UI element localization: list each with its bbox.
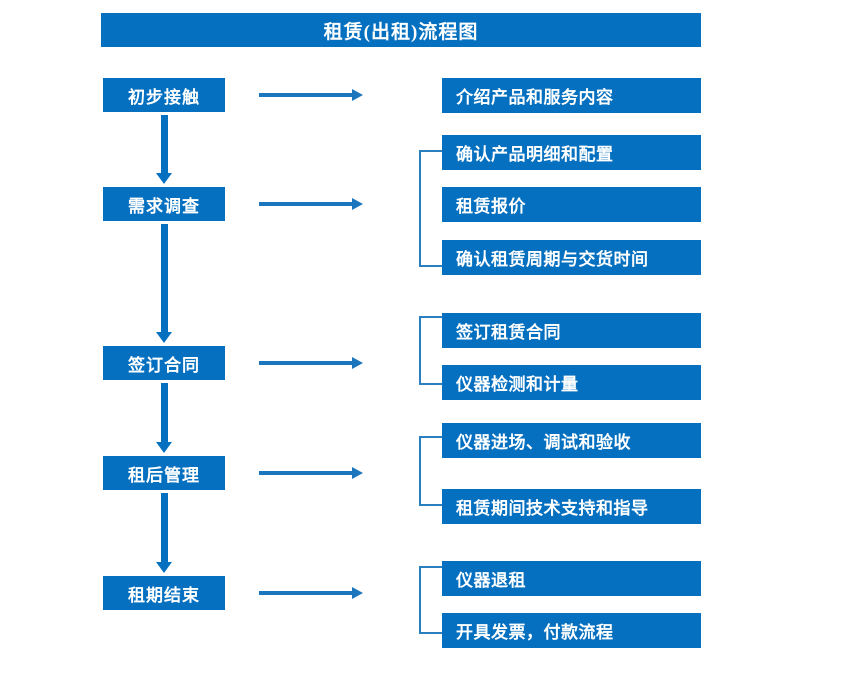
group-bracket-5 — [419, 566, 443, 634]
arrow-head-down-icon — [156, 332, 172, 343]
arrow-shaft — [161, 383, 168, 442]
detail-box-8[interactable]: 租赁期间技术支持和指导 — [442, 489, 701, 524]
bracket-tick-bottom — [421, 383, 443, 385]
group-bracket-3 — [419, 316, 443, 385]
stage-box-3[interactable]: 签订合同 — [103, 346, 225, 380]
stage-box-1[interactable]: 初步接触 — [103, 78, 225, 112]
arrow-shaft — [259, 361, 352, 365]
detail-box-7[interactable]: 仪器进场、调试和验收 — [442, 423, 701, 458]
arrow-shaft — [259, 471, 352, 475]
arrow-head-right-icon — [352, 198, 363, 210]
arrow-shaft — [161, 493, 168, 562]
detail-box-10[interactable]: 开具发票，付款流程 — [442, 613, 701, 648]
arrow-head-down-icon — [156, 442, 172, 453]
detail-arrow-1 — [259, 88, 363, 102]
arrow-shaft — [259, 202, 352, 206]
bracket-tick-bottom — [421, 632, 443, 634]
detail-box-6[interactable]: 仪器检测和计量 — [442, 365, 701, 400]
arrow-head-down-icon — [156, 173, 172, 184]
arrow-head-right-icon — [352, 89, 363, 101]
arrow-shaft — [259, 591, 352, 595]
bracket-tick-bottom — [421, 504, 443, 506]
stage-box-2[interactable]: 需求调查 — [103, 187, 225, 221]
stage-box-5[interactable]: 租期结束 — [103, 576, 225, 610]
page-title: 租赁(出租)流程图 — [101, 13, 701, 47]
detail-box-4[interactable]: 确认租赁周期与交货时间 — [442, 240, 701, 275]
arrow-shaft — [161, 115, 168, 173]
group-bracket-4 — [419, 436, 443, 506]
bracket-tick-top — [421, 150, 443, 152]
bracket-tick-top — [421, 436, 443, 438]
arrow-head-right-icon — [352, 587, 363, 599]
arrow-head-down-icon — [156, 562, 172, 573]
bracket-tick-bottom — [421, 265, 443, 267]
detail-box-5[interactable]: 签订租赁合同 — [442, 313, 701, 348]
stage-arrow-2-to-3 — [156, 224, 172, 343]
arrow-head-right-icon — [352, 357, 363, 369]
bracket-tick-top — [421, 566, 443, 568]
stage-arrow-3-to-4 — [156, 383, 172, 453]
detail-arrow-3 — [259, 356, 363, 370]
stage-box-4[interactable]: 租后管理 — [103, 456, 225, 490]
arrow-head-right-icon — [352, 467, 363, 479]
detail-arrow-5 — [259, 586, 363, 600]
detail-box-1[interactable]: 介绍产品和服务内容 — [442, 78, 701, 113]
detail-box-9[interactable]: 仪器退租 — [442, 561, 701, 596]
detail-box-2[interactable]: 确认产品明细和配置 — [442, 135, 701, 170]
arrow-shaft — [259, 93, 352, 97]
detail-box-3[interactable]: 租赁报价 — [442, 187, 701, 222]
detail-arrow-4 — [259, 466, 363, 480]
group-bracket-2 — [419, 150, 443, 267]
bracket-tick-top — [421, 316, 443, 318]
detail-arrow-2 — [259, 197, 363, 211]
stage-arrow-4-to-5 — [156, 493, 172, 573]
arrow-shaft — [161, 224, 168, 332]
stage-arrow-1-to-2 — [156, 115, 172, 184]
